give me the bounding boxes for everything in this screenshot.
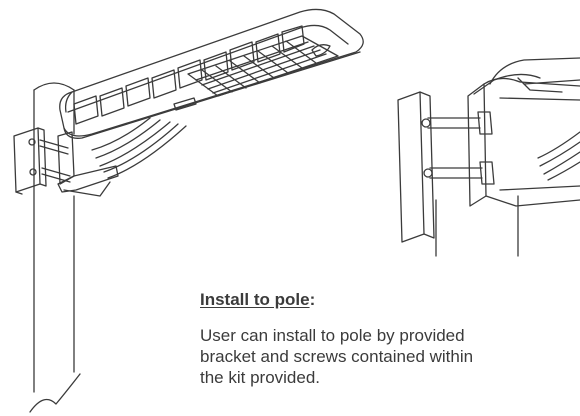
install-heading: Install to pole:	[200, 289, 576, 311]
install-heading-text: Install to pole	[200, 290, 310, 309]
install-instructions: Install to pole: User can install to pol…	[200, 289, 576, 388]
install-description-line-3: the kit provided.	[200, 368, 321, 387]
install-description-line-1: User can install to pole by provided	[200, 326, 465, 345]
pole-clamp	[13, 127, 71, 195]
install-heading-colon: :	[309, 290, 316, 309]
mount-bracket	[57, 117, 187, 197]
lamp-head	[59, 8, 364, 139]
solar-panel-cells	[73, 25, 305, 125]
install-description-line-2: bracket and screws contained within	[200, 347, 474, 366]
sensor	[173, 44, 331, 111]
install-description: User can install to pole by provided bra…	[200, 325, 576, 388]
led-array	[187, 35, 339, 97]
detail-view	[397, 57, 580, 257]
